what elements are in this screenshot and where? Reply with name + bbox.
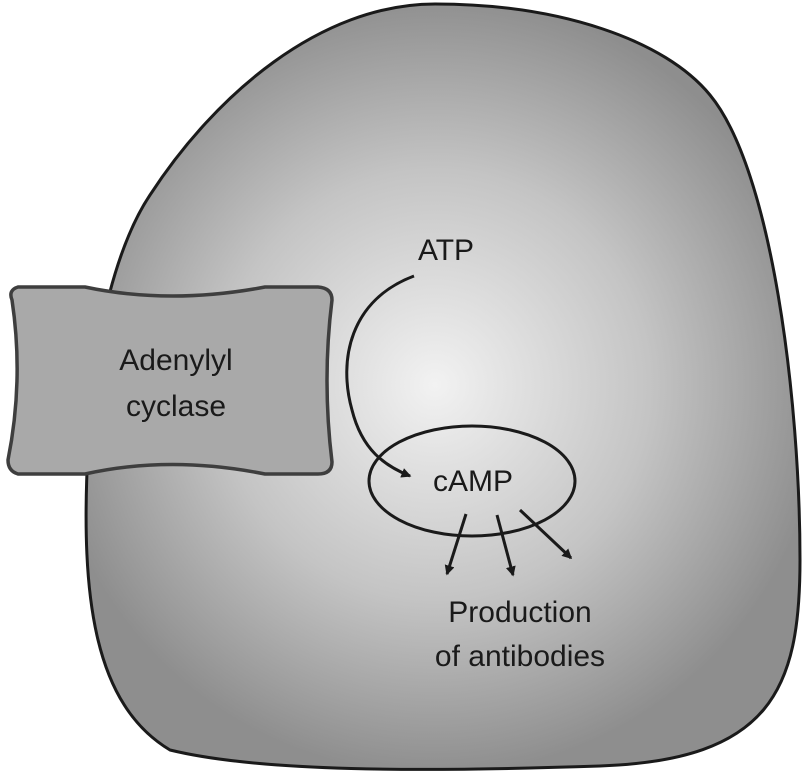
camp-label: cAMP — [433, 465, 513, 498]
adenylyl-cyclase-shape — [6, 285, 334, 476]
atp-to-camp-arrow — [345, 274, 415, 478]
enzyme-label-line2: cyclase — [126, 390, 226, 423]
enzyme-label-line1: Adenylyl — [119, 344, 232, 377]
atp-label: ATP — [418, 234, 474, 267]
output-label-line2: of antibodies — [435, 640, 605, 673]
output-arrow-right — [518, 508, 573, 560]
camp-ellipse — [367, 424, 577, 538]
output-arrow-left — [444, 513, 468, 576]
output-arrow-middle — [495, 514, 516, 577]
output-label-line1: Production — [448, 596, 591, 629]
cell-body — [84, 2, 802, 771]
